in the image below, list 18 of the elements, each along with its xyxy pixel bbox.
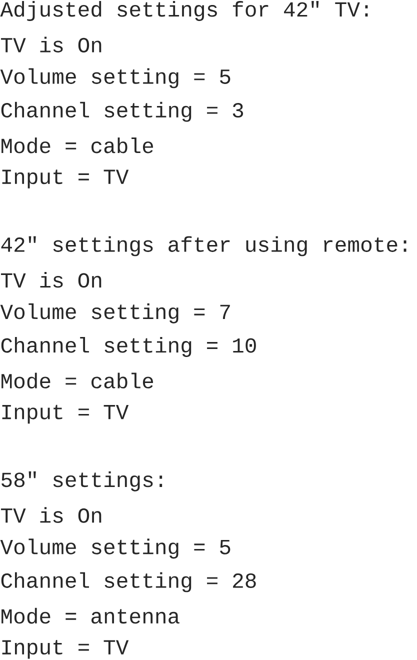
console-line: Channel setting = 28 — [1, 572, 256, 592]
console-line: Mode = antenna — [2, 608, 180, 624]
console-line: Volume setting = 7 — [0, 303, 230, 324]
console-line: TV is On — [1, 507, 102, 523]
console-line: Volume setting = 5 — [0, 68, 230, 88]
console-line: TV is On — [1, 272, 102, 288]
console-line: 42" settings after using remote: — [1, 236, 406, 256]
console-line: Channel setting = 10 — [1, 337, 256, 357]
console-line: Volume setting = 5 — [0, 538, 230, 559]
console-line: 58" settings: — [2, 471, 162, 492]
console-line: Adjusted settings for 42" TV: — [0, 1, 368, 21]
console-line: Input = TV — [2, 170, 129, 188]
console-line: Input = TV — [2, 404, 129, 424]
console-line: Mode = cable — [2, 138, 153, 154]
console-line: Channel setting = 3 — [1, 102, 244, 122]
console-line: Input = TV — [2, 640, 129, 659]
console-line: TV is On — [1, 36, 102, 52]
console-line: Mode = cable — [2, 372, 153, 388]
